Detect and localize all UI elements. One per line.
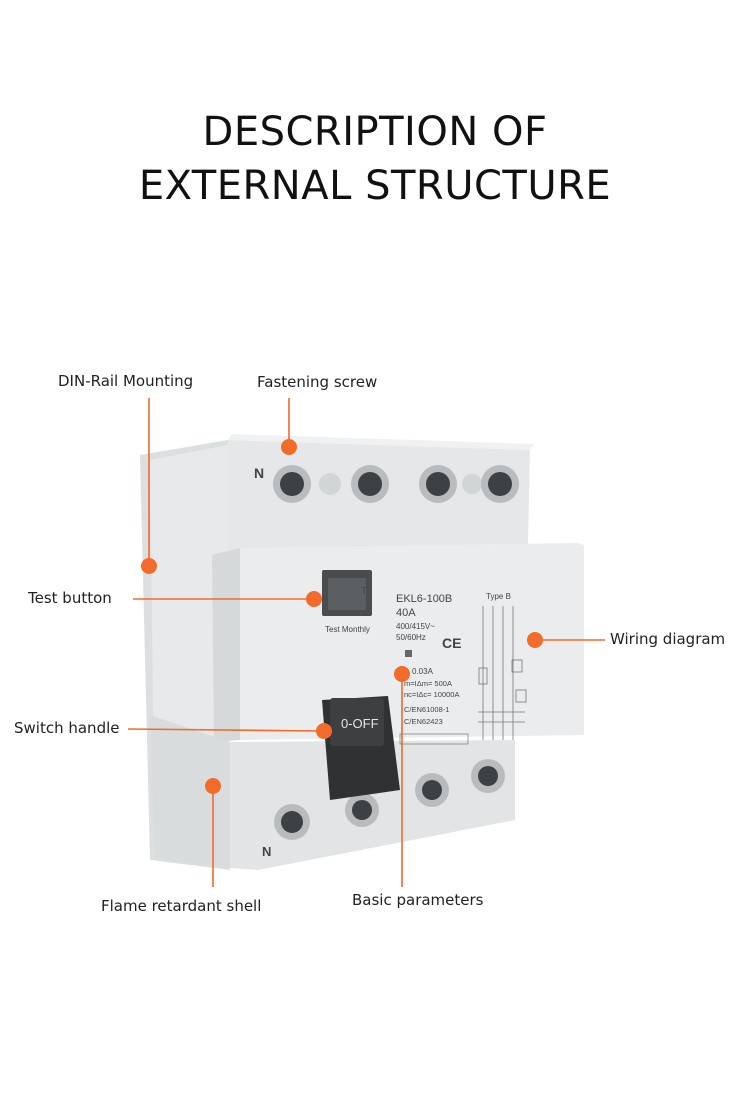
status-indicator [405, 650, 412, 657]
wiring-diagram [478, 606, 527, 740]
terminal-bottom-label: N [262, 844, 271, 859]
page-title-line-1: DESCRIPTION OF [202, 109, 548, 155]
leader-dots [141, 439, 543, 794]
top-screws [273, 465, 519, 503]
symbol-strip [399, 733, 469, 745]
ce-mark: CE [442, 635, 461, 651]
terminal-top-label: N [254, 465, 264, 481]
flame-shell-dot [205, 778, 221, 794]
callout-fastening-screw: Fastening screw [257, 373, 378, 391]
param-im-label: m=IΔm= 500A [404, 679, 452, 688]
test-button-dot [306, 591, 322, 607]
switch-handle[interactable] [330, 698, 384, 746]
callout-basic-params: Basic parameters [352, 891, 484, 909]
test-button-caption: Test Monthly [325, 625, 370, 634]
standard2-label: C/EN62423 [404, 717, 443, 726]
sensitivity-label: 0.03A [412, 667, 434, 676]
din-rail-dot [141, 558, 157, 574]
current-label: 40A [396, 607, 416, 619]
switch-handle-leader [127, 728, 325, 732]
switch-handle-dot [316, 723, 332, 739]
model-label: EKL6-100B [396, 593, 452, 605]
front-panel-side [212, 548, 240, 742]
basic-params-dot [394, 666, 410, 682]
standard1-label: C/EN61008-1 [404, 705, 449, 714]
test-button-glyph: T [361, 586, 367, 597]
page-title-line-2: EXTERNAL STRUCTURE [138, 163, 612, 209]
bottom-screws [274, 759, 505, 840]
callout-test-button: Test button [28, 589, 112, 607]
callout-switch-handle: Switch handle [14, 719, 120, 737]
voltage-label: 400/415V~ [396, 622, 435, 631]
param-inc-label: nc=IΔc= 10000A [404, 690, 459, 699]
leader-lines [127, 398, 605, 887]
bottom-terminal-shadow [150, 715, 230, 868]
frequency-label: 50/60Hz [396, 633, 426, 642]
callout-din-rail: DIN-Rail Mounting [58, 372, 194, 390]
callout-flame-shell: Flame retardant shell [101, 897, 262, 915]
switch-label: 0-OFF [341, 716, 379, 731]
top-terminal-top [228, 434, 534, 450]
callout-wiring-diagram: Wiring diagram [610, 630, 726, 648]
fastening-screw-dot [281, 439, 297, 455]
type-label: Type B [486, 592, 511, 601]
wiring-diagram-dot [527, 632, 543, 648]
